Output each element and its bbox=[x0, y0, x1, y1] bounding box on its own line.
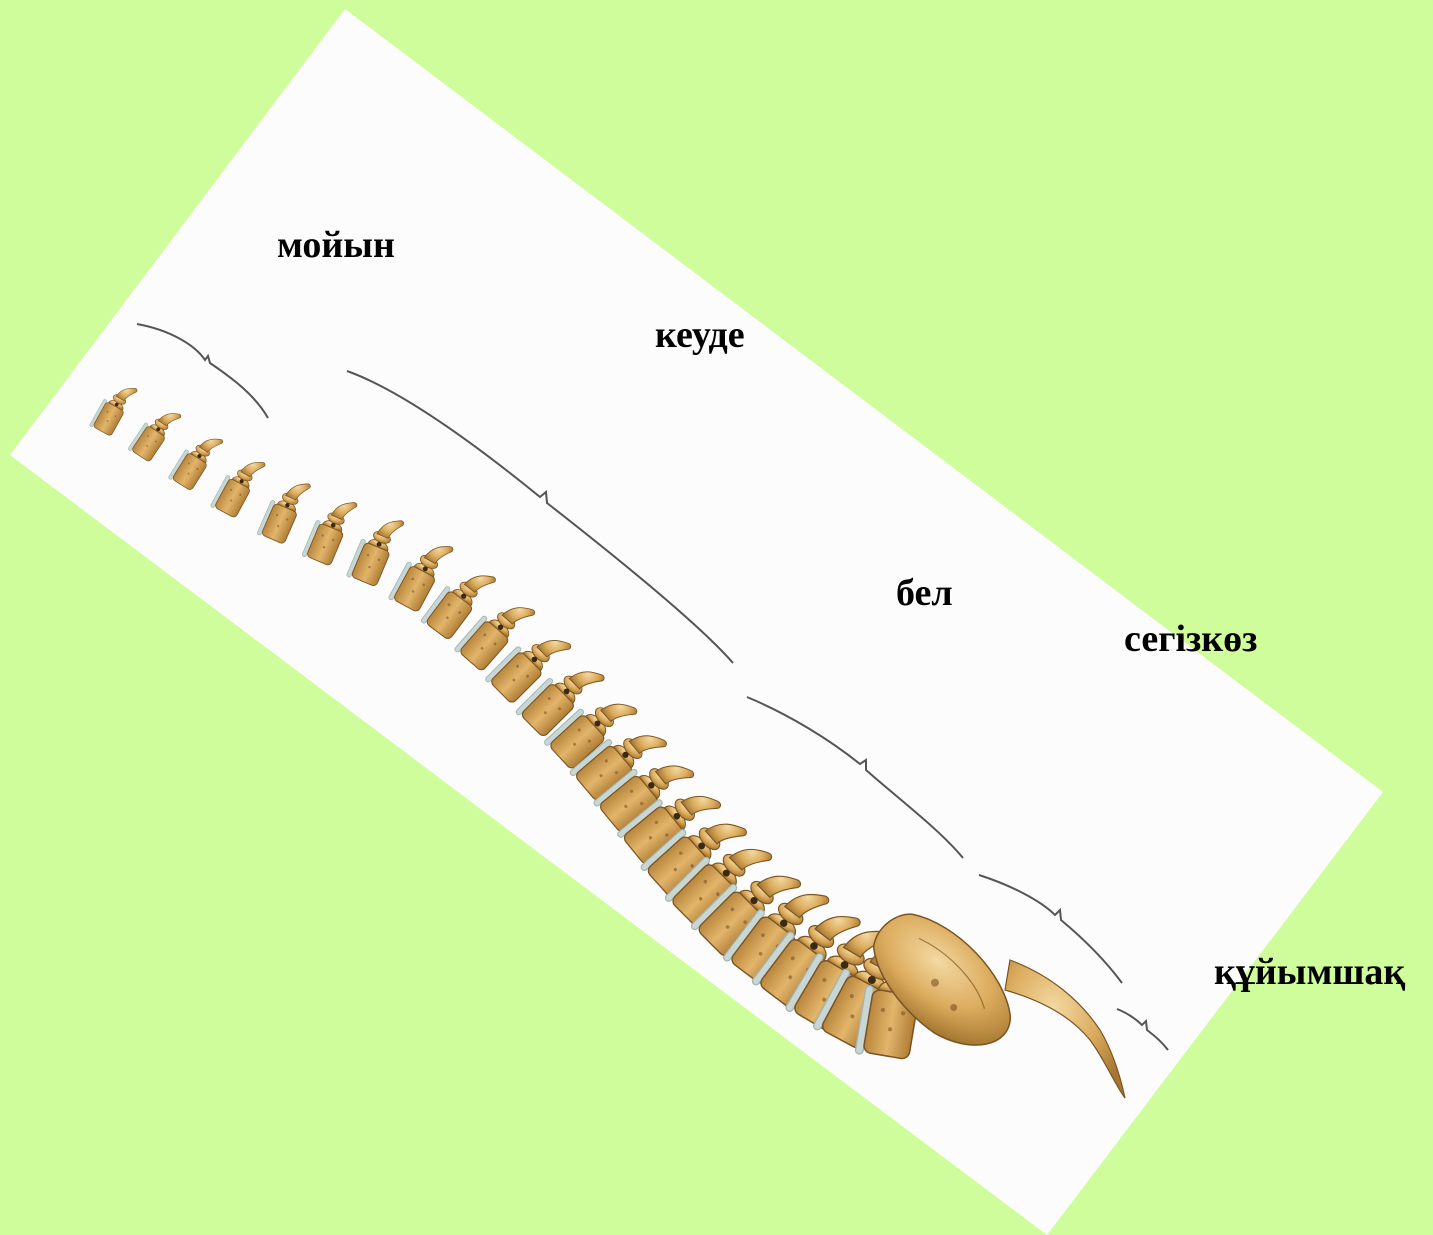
label-thoracic: кеуде bbox=[655, 316, 745, 354]
label-coccyx: құйымшақ bbox=[1214, 953, 1405, 991]
label-lumbar: бел bbox=[896, 574, 953, 612]
label-cervical: мойын bbox=[277, 226, 395, 264]
label-sacrum: сегізкөз bbox=[1124, 620, 1257, 658]
